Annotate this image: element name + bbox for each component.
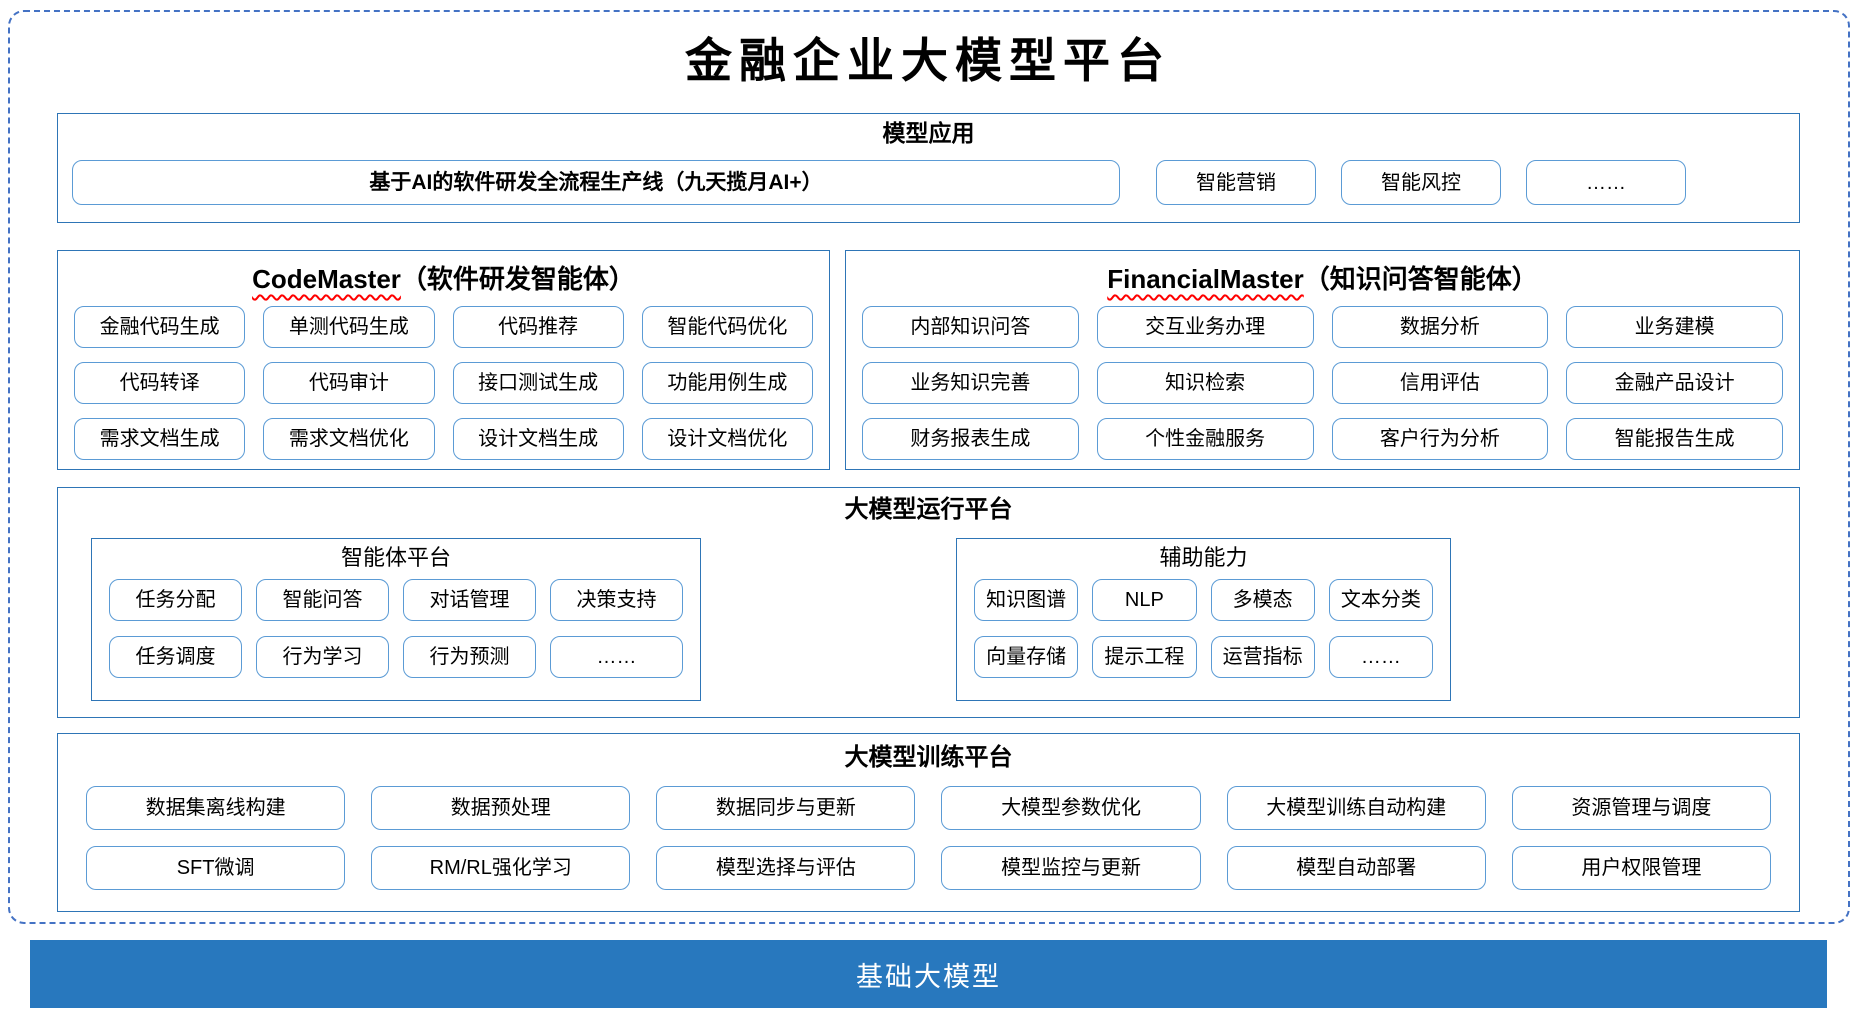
- codemaster-item: 代码审计: [263, 362, 435, 404]
- training-item: 模型监控与更新: [941, 846, 1201, 890]
- codemaster-item: 代码转译: [74, 362, 246, 404]
- financialmaster-item: 业务知识完善: [862, 362, 1079, 404]
- financialmaster-title-zh: （知识问答智能体）: [1303, 264, 1538, 294]
- agent-platform-box: 智能体平台 任务分配 智能问答 对话管理 决策支持 任务调度 行为学习 行为预测…: [91, 538, 701, 701]
- auxiliary-capability-box: 辅助能力 知识图谱 NLP 多模态 文本分类 向量存储 提示工程 运营指标 ……: [956, 538, 1451, 701]
- financialmaster-item: 客户行为分析: [1331, 418, 1549, 460]
- codemaster-grid: 金融代码生成 单测代码生成 代码推荐 智能代码优化 代码转译 代码审计 接口测试…: [58, 296, 829, 460]
- auxiliary-item: 向量存储: [974, 636, 1079, 679]
- agent-platform-item: 行为预测: [403, 636, 536, 679]
- codemaster-item: 设计文档生成: [452, 418, 624, 460]
- auxiliary-item: 多模态: [1210, 579, 1315, 622]
- financialmaster-title-en: FinancialMaster: [1107, 264, 1304, 294]
- training-item: 用户权限管理: [1511, 846, 1771, 890]
- agent-platform-grid: 任务分配 智能问答 对话管理 决策支持 任务调度 行为学习 行为预测 ……: [92, 571, 700, 679]
- agent-platform-item: 行为学习: [256, 636, 389, 679]
- agent-platform-item: 智能问答: [256, 579, 389, 622]
- training-item: 模型自动部署: [1226, 846, 1486, 890]
- training-platform-header: 大模型训练平台: [844, 744, 1013, 771]
- training-item: 大模型训练自动构建: [1226, 786, 1486, 830]
- agent-platform-item: 对话管理: [403, 579, 536, 622]
- base-model-bar: 基础大模型: [30, 940, 1827, 1008]
- section-runtime-platform: 大模型运行平台 智能体平台 任务分配 智能问答 对话管理 决策支持 任务调度 行…: [57, 487, 1800, 718]
- base-model-label: 基础大模型: [856, 961, 1001, 992]
- auxiliary-item: NLP: [1092, 579, 1197, 622]
- auxiliary-item: ……: [1328, 636, 1433, 679]
- codemaster-item: 智能代码优化: [641, 306, 813, 348]
- financialmaster-item: 财务报表生成: [862, 418, 1079, 460]
- codemaster-item: 需求文档优化: [263, 418, 435, 460]
- auxiliary-capability-header: 辅助能力: [1159, 545, 1248, 570]
- financialmaster-item: 内部知识问答: [862, 306, 1079, 348]
- auxiliary-item: 文本分类: [1328, 579, 1433, 622]
- auxiliary-capability-grid: 知识图谱 NLP 多模态 文本分类 向量存储 提示工程 运营指标 ……: [957, 571, 1450, 679]
- financialmaster-item: 智能报告生成: [1566, 418, 1783, 460]
- agent-platform-item: ……: [550, 636, 683, 679]
- financialmaster-item: 数据分析: [1331, 306, 1549, 348]
- auxiliary-item: 运营指标: [1210, 636, 1315, 679]
- auxiliary-item: 提示工程: [1092, 636, 1197, 679]
- model-app-item: 智能风控: [1341, 160, 1501, 205]
- financialmaster-title: FinancialMaster（知识问答智能体）: [846, 259, 1799, 296]
- codemaster-item: 金融代码生成: [74, 306, 246, 348]
- training-item: 数据预处理: [371, 786, 631, 830]
- section-model-application: 模型应用 基于AI的软件研发全流程生产线（九天揽月AI+） 智能营销 智能风控 …: [57, 113, 1800, 223]
- training-item: 数据同步与更新: [656, 786, 916, 830]
- financialmaster-panel: FinancialMaster（知识问答智能体） 内部知识问答 交互业务办理 数…: [845, 250, 1800, 470]
- page-title: 金融企业大模型平台: [685, 34, 1171, 89]
- codemaster-item: 功能用例生成: [641, 362, 813, 404]
- training-platform-grid: 数据集离线构建 数据预处理 数据同步与更新 大模型参数优化 大模型训练自动构建 …: [58, 786, 1799, 890]
- codemaster-panel: CodeMaster（软件研发智能体） 金融代码生成 单测代码生成 代码推荐 智…: [57, 250, 830, 470]
- codemaster-item: 需求文档生成: [74, 418, 246, 460]
- training-item: 模型选择与评估: [656, 846, 916, 890]
- training-item: SFT微调: [86, 846, 346, 890]
- codemaster-item: 设计文档优化: [641, 418, 813, 460]
- training-item: 数据集离线构建: [86, 786, 346, 830]
- auxiliary-item: 知识图谱: [974, 579, 1079, 622]
- agent-platform-header: 智能体平台: [340, 545, 451, 570]
- financialmaster-grid: 内部知识问答 交互业务办理 数据分析 业务建模 业务知识完善 知识检索 信用评估…: [846, 296, 1799, 460]
- model-application-header: 模型应用: [882, 120, 975, 146]
- training-item: RM/RL强化学习: [371, 846, 631, 890]
- training-item: 大模型参数优化: [941, 786, 1201, 830]
- financialmaster-item: 知识检索: [1096, 362, 1314, 404]
- training-item: 资源管理与调度: [1511, 786, 1771, 830]
- section-training-platform: 大模型训练平台 数据集离线构建 数据预处理 数据同步与更新 大模型参数优化 大模…: [57, 733, 1800, 912]
- agent-platform-item: 决策支持: [550, 579, 683, 622]
- financialmaster-item: 个性金融服务: [1096, 418, 1314, 460]
- financialmaster-item: 信用评估: [1331, 362, 1549, 404]
- codemaster-item: 单测代码生成: [263, 306, 435, 348]
- codemaster-item: 代码推荐: [452, 306, 624, 348]
- codemaster-title: CodeMaster（软件研发智能体）: [58, 259, 829, 296]
- agent-platform-item: 任务分配: [109, 579, 242, 622]
- main-pipeline-box: 基于AI的软件研发全流程生产线（九天揽月AI+）: [72, 160, 1120, 205]
- codemaster-title-zh: （软件研发智能体）: [400, 264, 635, 294]
- financialmaster-item: 交互业务办理: [1096, 306, 1314, 348]
- model-app-item: ……: [1526, 160, 1686, 205]
- financialmaster-item: 金融产品设计: [1566, 362, 1783, 404]
- codemaster-item: 接口测试生成: [452, 362, 624, 404]
- codemaster-title-en: CodeMaster: [252, 264, 401, 294]
- model-app-item: 智能营销: [1156, 160, 1316, 205]
- runtime-platform-header: 大模型运行平台: [844, 496, 1013, 523]
- financialmaster-item: 业务建模: [1566, 306, 1783, 348]
- agent-platform-item: 任务调度: [109, 636, 242, 679]
